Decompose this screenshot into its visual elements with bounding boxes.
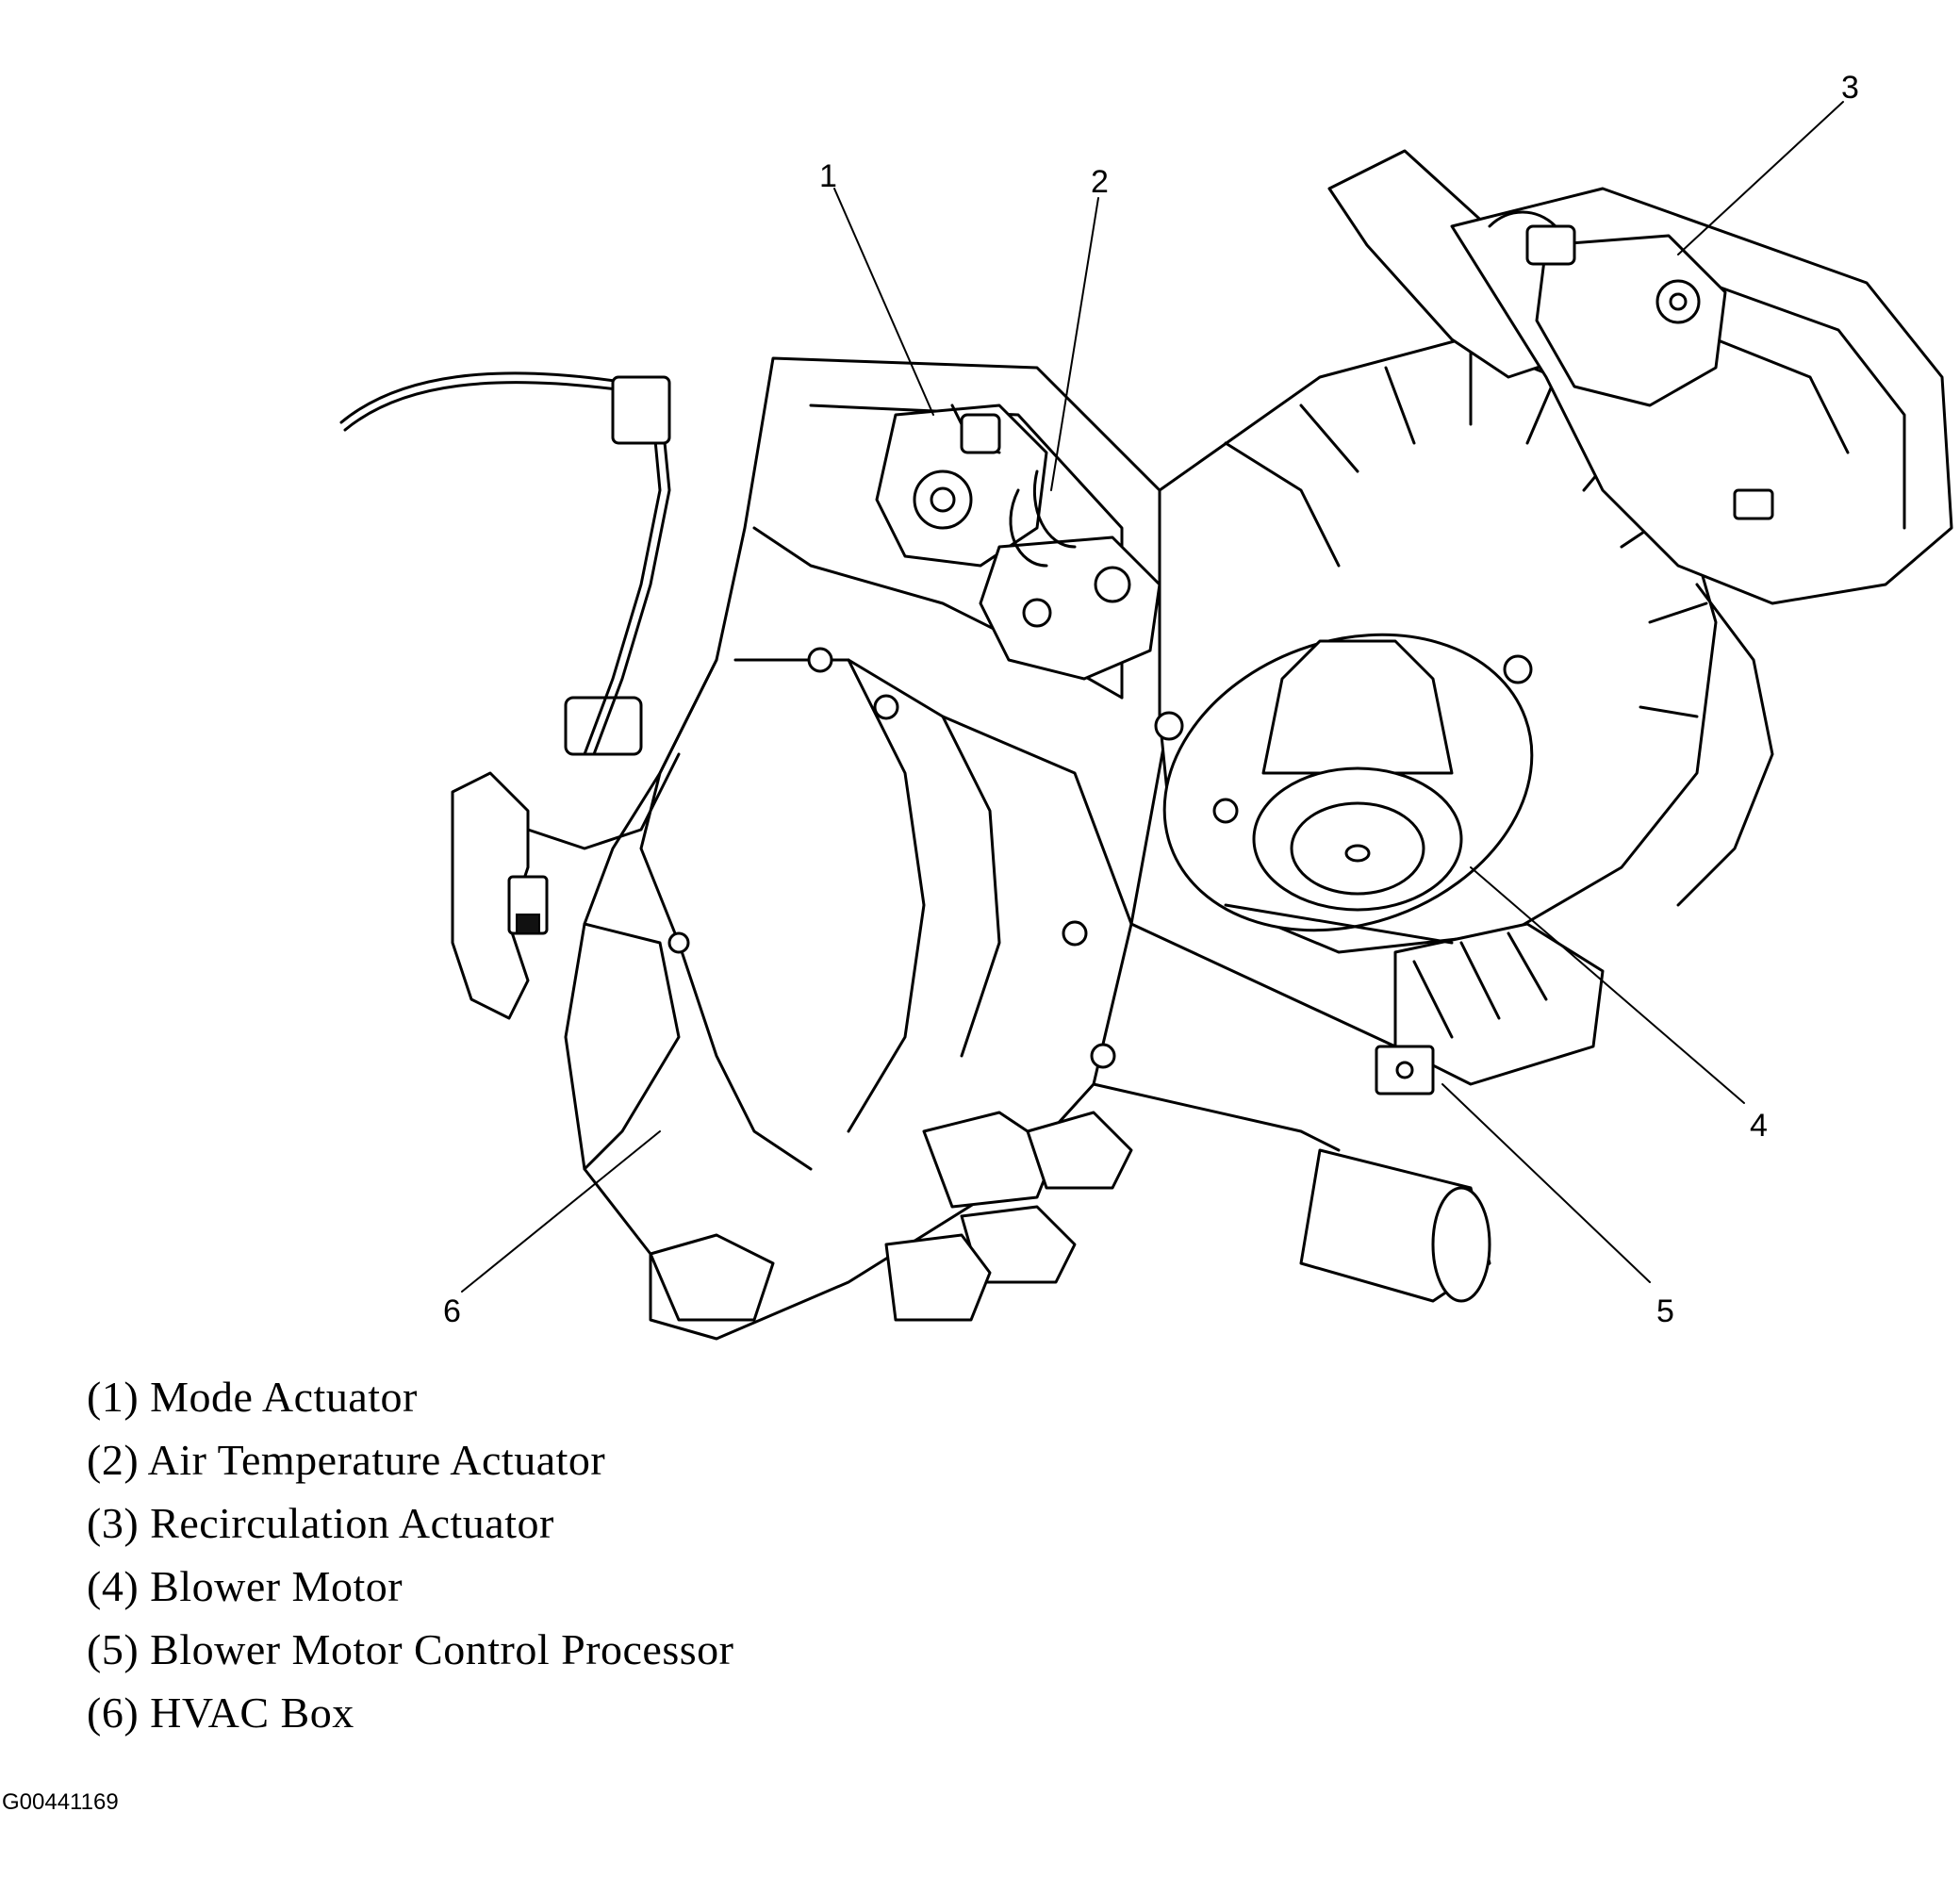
callout-leaders: [461, 101, 1844, 1293]
callout-6: 6: [443, 1293, 461, 1329]
wire-harness: [339, 371, 671, 935]
outlet-tube: [1092, 903, 1491, 1303]
legend-item-blower-motor: (4) Blower Motor: [87, 1562, 404, 1610]
recirculation-actuator: [1488, 210, 1727, 407]
legend-item-air-temperature-actuator: (2) Air Temperature Actuator: [87, 1436, 606, 1484]
callout-labels: 1 2 3 4 5 6: [443, 70, 1859, 1329]
component-legend: (1) Mode Actuator (2) Air Temperature Ac…: [87, 1365, 733, 1744]
figure-id: G00441169: [2, 1789, 119, 1815]
blower-motor-control-processor: [1375, 922, 1605, 1096]
legend-item-hvac-box: (6) HVAC Box: [87, 1689, 354, 1737]
blower-motor: [1154, 338, 1718, 954]
callout-3: 3: [1841, 70, 1859, 106]
air-temperature-actuator: [979, 470, 1161, 681]
legend-item-recirculation-actuator: (3) Recirculation Actuator: [87, 1499, 554, 1547]
hvac-box: [451, 356, 1171, 1341]
legend-item-blower-motor-control-processor: (5) Blower Motor Control Processor: [87, 1625, 734, 1673]
legend-item-mode-actuator: (1) Mode Actuator: [87, 1373, 418, 1421]
callout-5: 5: [1656, 1293, 1674, 1329]
callout-4: 4: [1750, 1108, 1768, 1144]
mode-actuator: [875, 404, 1048, 568]
callout-1: 1: [819, 158, 837, 194]
callout-2: 2: [1091, 164, 1109, 200]
